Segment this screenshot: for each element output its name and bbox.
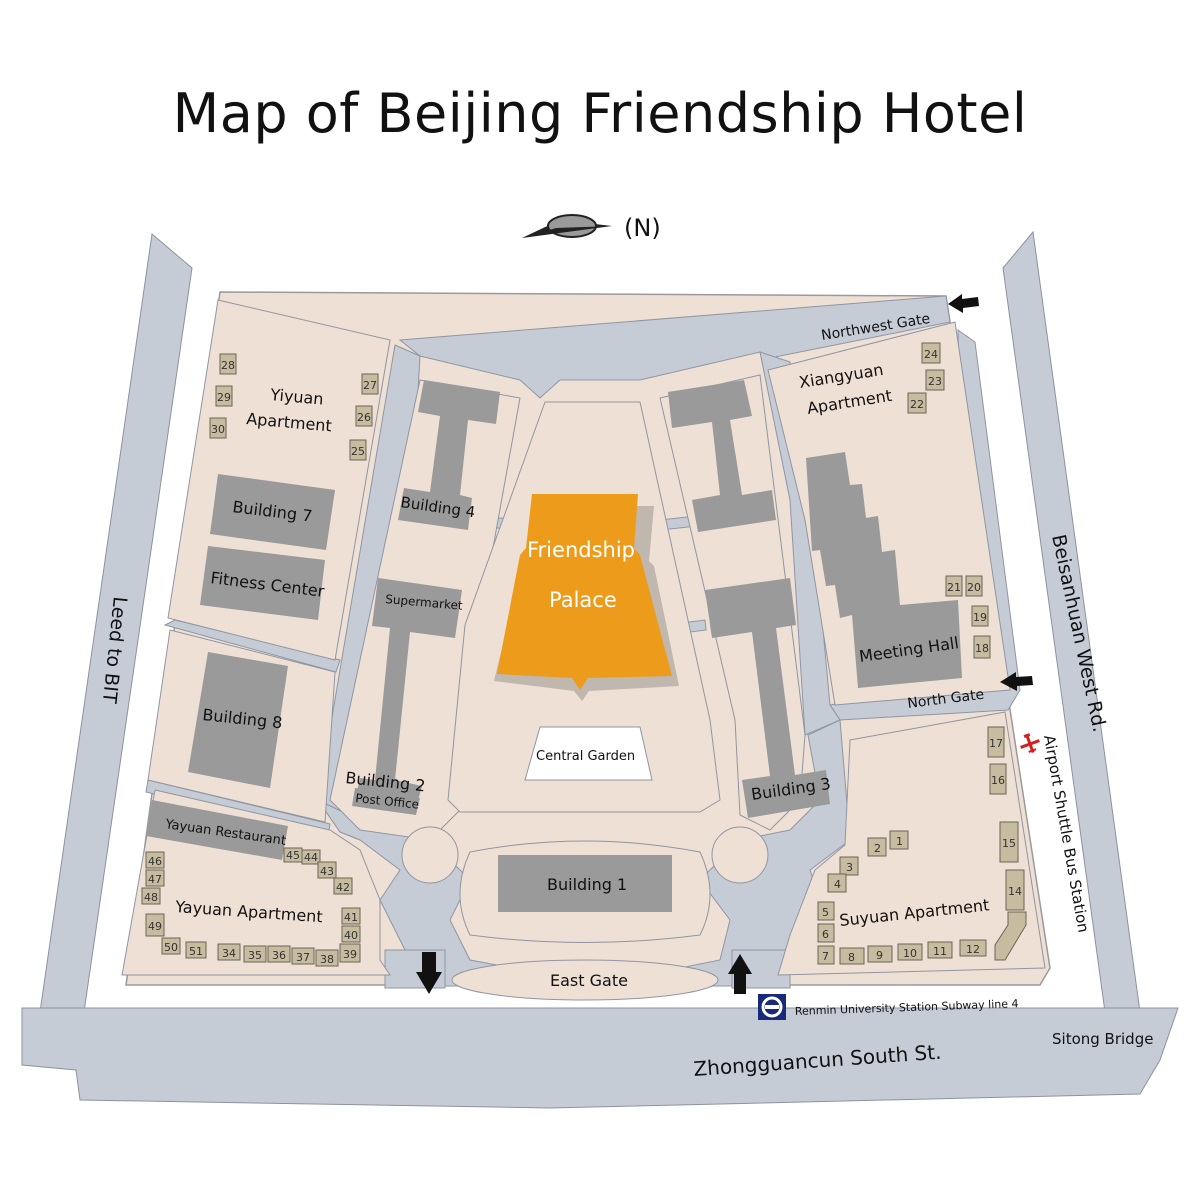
unit-2: 2 (874, 842, 881, 855)
unit-44: 44 (304, 851, 318, 864)
supermarket-label: Supermarket (385, 592, 464, 613)
map-title: Map of Beijing Friendship Hotel (172, 82, 1028, 145)
north-gate-arrow-icon (1000, 672, 1033, 691)
unit-15: 15 (1002, 837, 1016, 850)
unit-47: 47 (148, 873, 162, 886)
unit-blocks (141, 342, 1027, 967)
unit-5: 5 (822, 906, 829, 919)
unit-49: 49 (148, 920, 162, 933)
post-office-label: Post Office (355, 791, 420, 812)
central-garden (524, 726, 653, 781)
unit-18: 18 (975, 642, 989, 655)
unit-51: 51 (189, 945, 203, 958)
unit-42: 42 (336, 881, 350, 894)
unit-16: 16 (991, 774, 1005, 787)
unit-9: 9 (876, 949, 883, 962)
unit-28: 28 (221, 359, 235, 372)
unit-21: 21 (947, 581, 961, 594)
exit-arrow-icon (416, 952, 442, 994)
unit-8: 8 (848, 951, 855, 964)
unit-27: 27 (363, 379, 377, 392)
unit-4: 4 (834, 878, 841, 891)
unit-3: 3 (846, 861, 853, 874)
airplane-icon (1020, 733, 1040, 753)
northwest-gate-arrow-icon (948, 294, 979, 313)
unit-numbers: 28 29 30 27 26 25 24 23 22 21 20 19 18 1… (144, 348, 1022, 966)
unit-37: 37 (296, 951, 310, 964)
east-gate-label: East Gate (550, 971, 628, 990)
unit-50: 50 (164, 941, 178, 954)
unit-1: 1 (896, 835, 903, 848)
unit-6: 6 (822, 928, 829, 941)
unit-20: 20 (967, 581, 981, 594)
friendship-palace (494, 494, 679, 701)
unit-26: 26 (357, 411, 371, 424)
unit-14: 14 (1008, 885, 1022, 898)
unit-12: 12 (966, 943, 980, 956)
palace-label-line1: Friendship (527, 538, 635, 562)
unit-35: 35 (248, 949, 262, 962)
unit-43: 43 (320, 865, 334, 878)
unit-36: 36 (272, 949, 286, 962)
gate-arrows (416, 294, 1033, 994)
unit-10: 10 (903, 947, 917, 960)
unit-46: 46 (148, 855, 162, 868)
unit-41: 41 (344, 911, 358, 924)
unit-23: 23 (928, 375, 942, 388)
unit-7: 7 (822, 950, 829, 963)
entrance-arrow-icon (728, 954, 752, 994)
unit-19: 19 (973, 611, 987, 624)
unit-11: 11 (933, 945, 947, 958)
central-garden-label: Central Garden (536, 749, 635, 764)
palace-label-line2: Palace (549, 588, 617, 612)
unit-45: 45 (286, 849, 300, 862)
unit-25: 25 (351, 445, 365, 458)
unit-39: 39 (343, 948, 357, 961)
compass-label: (N) (624, 214, 661, 242)
yiyuan-apartment-label-1: Yiyuan (269, 385, 325, 409)
bridge-label: Sitong Bridge (1052, 1030, 1153, 1048)
unit-17: 17 (989, 737, 1003, 750)
unit-34: 34 (222, 947, 236, 960)
unit-30: 30 (211, 423, 225, 436)
subway-icon (758, 994, 786, 1020)
buildings (146, 380, 962, 912)
unit-48: 48 (144, 891, 158, 904)
unit-29: 29 (217, 391, 231, 404)
unit-24: 24 (924, 348, 938, 361)
unit-22: 22 (910, 398, 924, 411)
unit-40: 40 (344, 929, 358, 942)
south-road (21, 1007, 1179, 1109)
north-arrow-icon (522, 214, 612, 238)
building1-label: Building 1 (547, 875, 627, 894)
unit-38: 38 (320, 953, 334, 966)
